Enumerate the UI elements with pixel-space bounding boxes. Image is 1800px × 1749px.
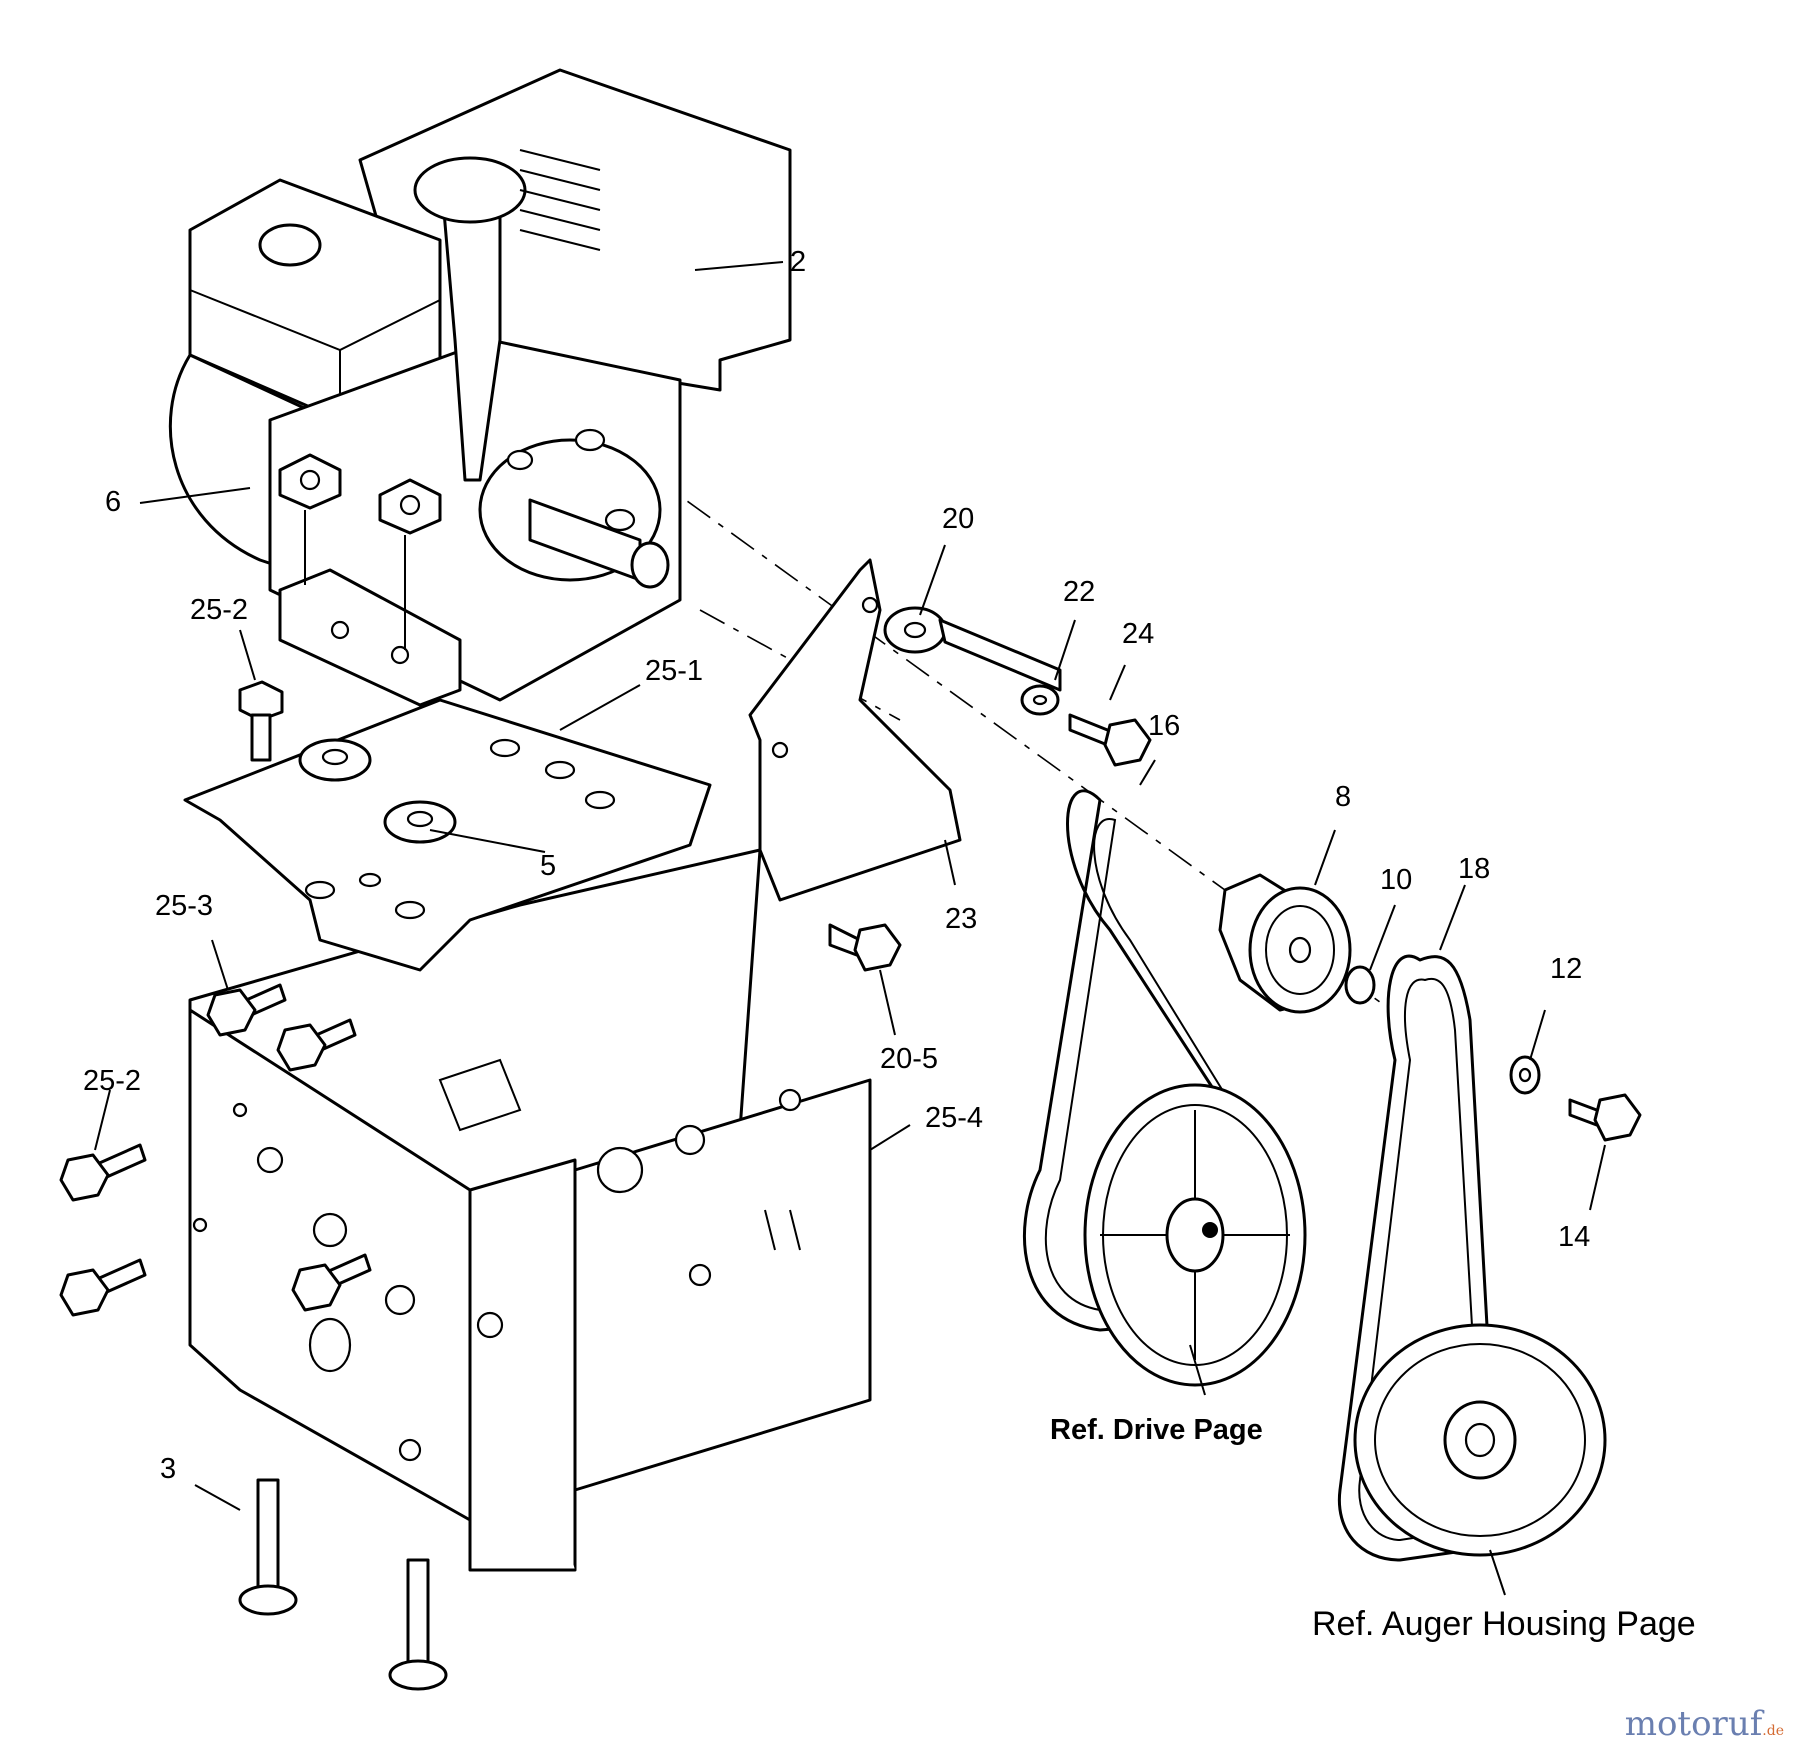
callout-25-1: 25-1: [645, 655, 704, 687]
bolt-25-4: [291, 1253, 372, 1312]
watermark-logo: motoruf.de: [1625, 1707, 1784, 1741]
callout-6: 6: [105, 486, 122, 518]
callout-25-2-lower: 25-2: [83, 1065, 142, 1097]
bolt-20-5: [828, 923, 902, 972]
callout-25-2-top: 25-2: [190, 594, 249, 626]
watermark-main: motoruf: [1624, 1704, 1763, 1744]
bolt-25-2-top: [238, 680, 284, 762]
callout-2: 2: [790, 246, 807, 278]
callout-24: 24: [1122, 618, 1155, 650]
bracket-23: [748, 558, 962, 902]
auger-pulley: [1353, 1323, 1607, 1557]
washer-20: [883, 606, 1062, 692]
engine: [169, 68, 792, 707]
watermark-tld: .de: [1762, 1723, 1784, 1739]
callout-25-3: 25-3: [155, 890, 214, 922]
callout-3: 3: [160, 1453, 177, 1485]
callout-20-5: 20-5: [880, 1043, 939, 1075]
callout-22: 22: [1063, 576, 1096, 608]
bolt-24: [1068, 713, 1152, 767]
callout-18: 18: [1458, 853, 1491, 885]
callout-8: 8: [1335, 781, 1352, 813]
callout-12: 12: [1550, 953, 1583, 985]
washer-10: [1344, 965, 1376, 1005]
callout-20: 20: [942, 503, 975, 535]
callout-25-4: 25-4: [925, 1102, 984, 1134]
leader-lines: [94, 261, 1606, 1596]
ref-drive-page: Ref. Drive Page: [1050, 1414, 1263, 1446]
callout-14: 14: [1558, 1221, 1591, 1253]
bolt-14: [1568, 1093, 1642, 1142]
bolt-25-2-lower-a: [59, 1143, 147, 1202]
bolt-25-3-b: [276, 1018, 357, 1072]
bolt-25-3-a: [206, 983, 287, 1037]
frame-plate: [188, 848, 872, 1572]
washer-22: [1020, 684, 1060, 716]
washer-12: [1509, 1055, 1541, 1095]
bolt-25-2-lower-b: [59, 1258, 147, 1317]
callout-23: 23: [945, 903, 978, 935]
callout-10: 10: [1380, 864, 1413, 896]
drive-pulley: [1083, 1083, 1307, 1387]
callout-16: 16: [1148, 710, 1181, 742]
ref-auger-housing-page: Ref. Auger Housing Page: [1312, 1605, 1696, 1643]
pulley-8: [1218, 873, 1352, 1014]
carriage-bolt-3-b: [388, 1558, 448, 1691]
callout-5: 5: [540, 850, 557, 882]
carriage-bolt-3-a: [238, 1478, 298, 1616]
